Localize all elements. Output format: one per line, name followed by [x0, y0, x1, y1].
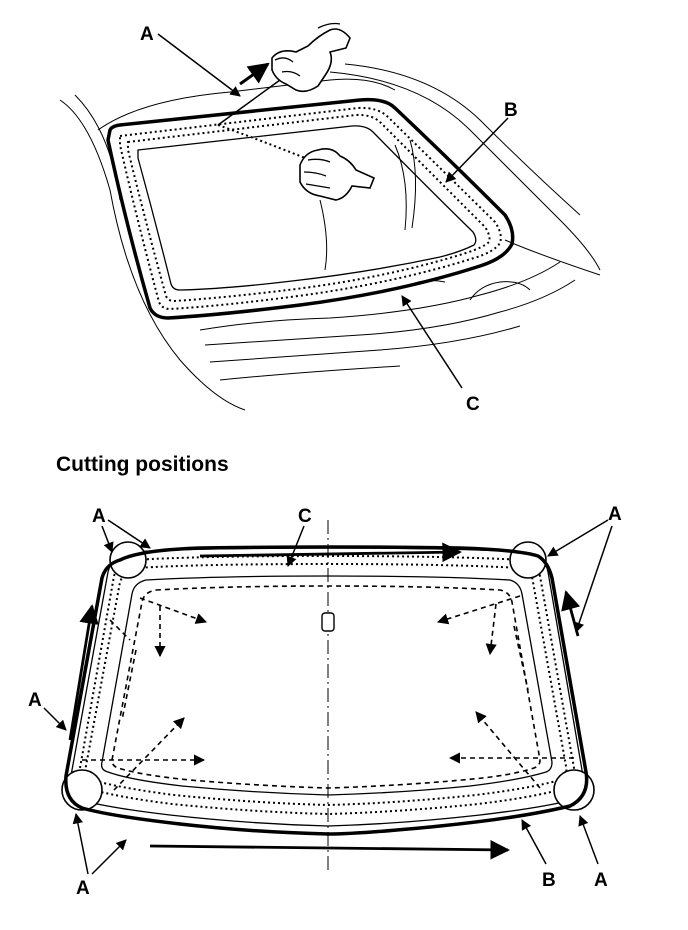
- cutting-wire-dotted: [217, 124, 311, 161]
- dash-detail-2: [513, 625, 529, 691]
- glass-reflection-1: [394, 144, 407, 231]
- arrow-inside-1: [139, 597, 208, 624]
- cutting-path-dashed: [111, 585, 541, 789]
- glass-reflection-3: [319, 199, 328, 271]
- label-a-bottom-left: A: [76, 878, 90, 899]
- outer-thick-outline: [64, 545, 589, 836]
- label-a-top-left: A: [92, 506, 106, 527]
- arrow-inside-4: [485, 603, 497, 656]
- label-b-top: B: [504, 100, 518, 121]
- label-a-top-right: A: [608, 504, 622, 525]
- label-a-top: A: [140, 24, 154, 45]
- arrow-cut-left: [68, 604, 99, 741]
- arrow-cut-bottom: [149, 840, 510, 860]
- leader-a-top-left-1: [107, 519, 151, 549]
- leader-a-bottom-left-1: [72, 812, 89, 875]
- glass-inner-outline: [100, 575, 553, 796]
- arrow-inside-5: [113, 717, 185, 791]
- arrow-inside-7: [475, 711, 541, 789]
- leader-a-top-right-1: [547, 519, 609, 557]
- hand-outside-icon: [271, 22, 351, 93]
- mirror-mount-icon: [321, 612, 335, 632]
- corner-pad-bottom-right: [553, 769, 595, 811]
- dash-detail-1: [109, 619, 131, 641]
- label-a-mid-left: A: [28, 690, 42, 711]
- leader-a-top-left-2: [101, 525, 114, 553]
- glass-reflection-2: [409, 139, 417, 229]
- label-c-top: C: [466, 394, 480, 415]
- label-a-bottom-right: A: [594, 870, 608, 891]
- leader-a-top-right-2: [574, 525, 613, 633]
- glass-outer-outline: [70, 547, 584, 827]
- section-title: Cutting positions: [56, 453, 229, 476]
- leader-c-bottom: [286, 525, 305, 567]
- cutting-wire: [217, 79, 281, 126]
- leader-a-mid-left: [43, 707, 67, 731]
- arrow-inside-3: [436, 595, 521, 625]
- top-illustration: A B C: [59, 22, 601, 415]
- leader-c-top: [401, 295, 463, 389]
- label-c-bottom: C: [298, 506, 312, 527]
- leader-a-top: [157, 33, 241, 97]
- leader-a-bottom-left-2: [91, 839, 127, 875]
- leader-b-top: [445, 117, 509, 183]
- cutting-positions-diagram: A C A A A B A: [28, 504, 622, 899]
- leader-a-bottom-right: [578, 815, 599, 865]
- arrow-cut-top: [199, 542, 462, 563]
- label-b-bottom: B: [542, 870, 556, 891]
- hand-inside-icon: [299, 148, 376, 201]
- vehicle-body-lines: [59, 63, 601, 411]
- pull-arrow-icon: [239, 62, 270, 86]
- molding-dotted-line-inner: [127, 113, 491, 303]
- glass-inner-edge: [137, 125, 477, 291]
- molding-band-dotted-inner: [84, 562, 568, 807]
- corner-pad-top-left: [109, 541, 147, 579]
- windshield-top-outline: [106, 97, 515, 320]
- leader-b-bottom: [521, 819, 547, 865]
- dash-detail-3: [121, 649, 137, 721]
